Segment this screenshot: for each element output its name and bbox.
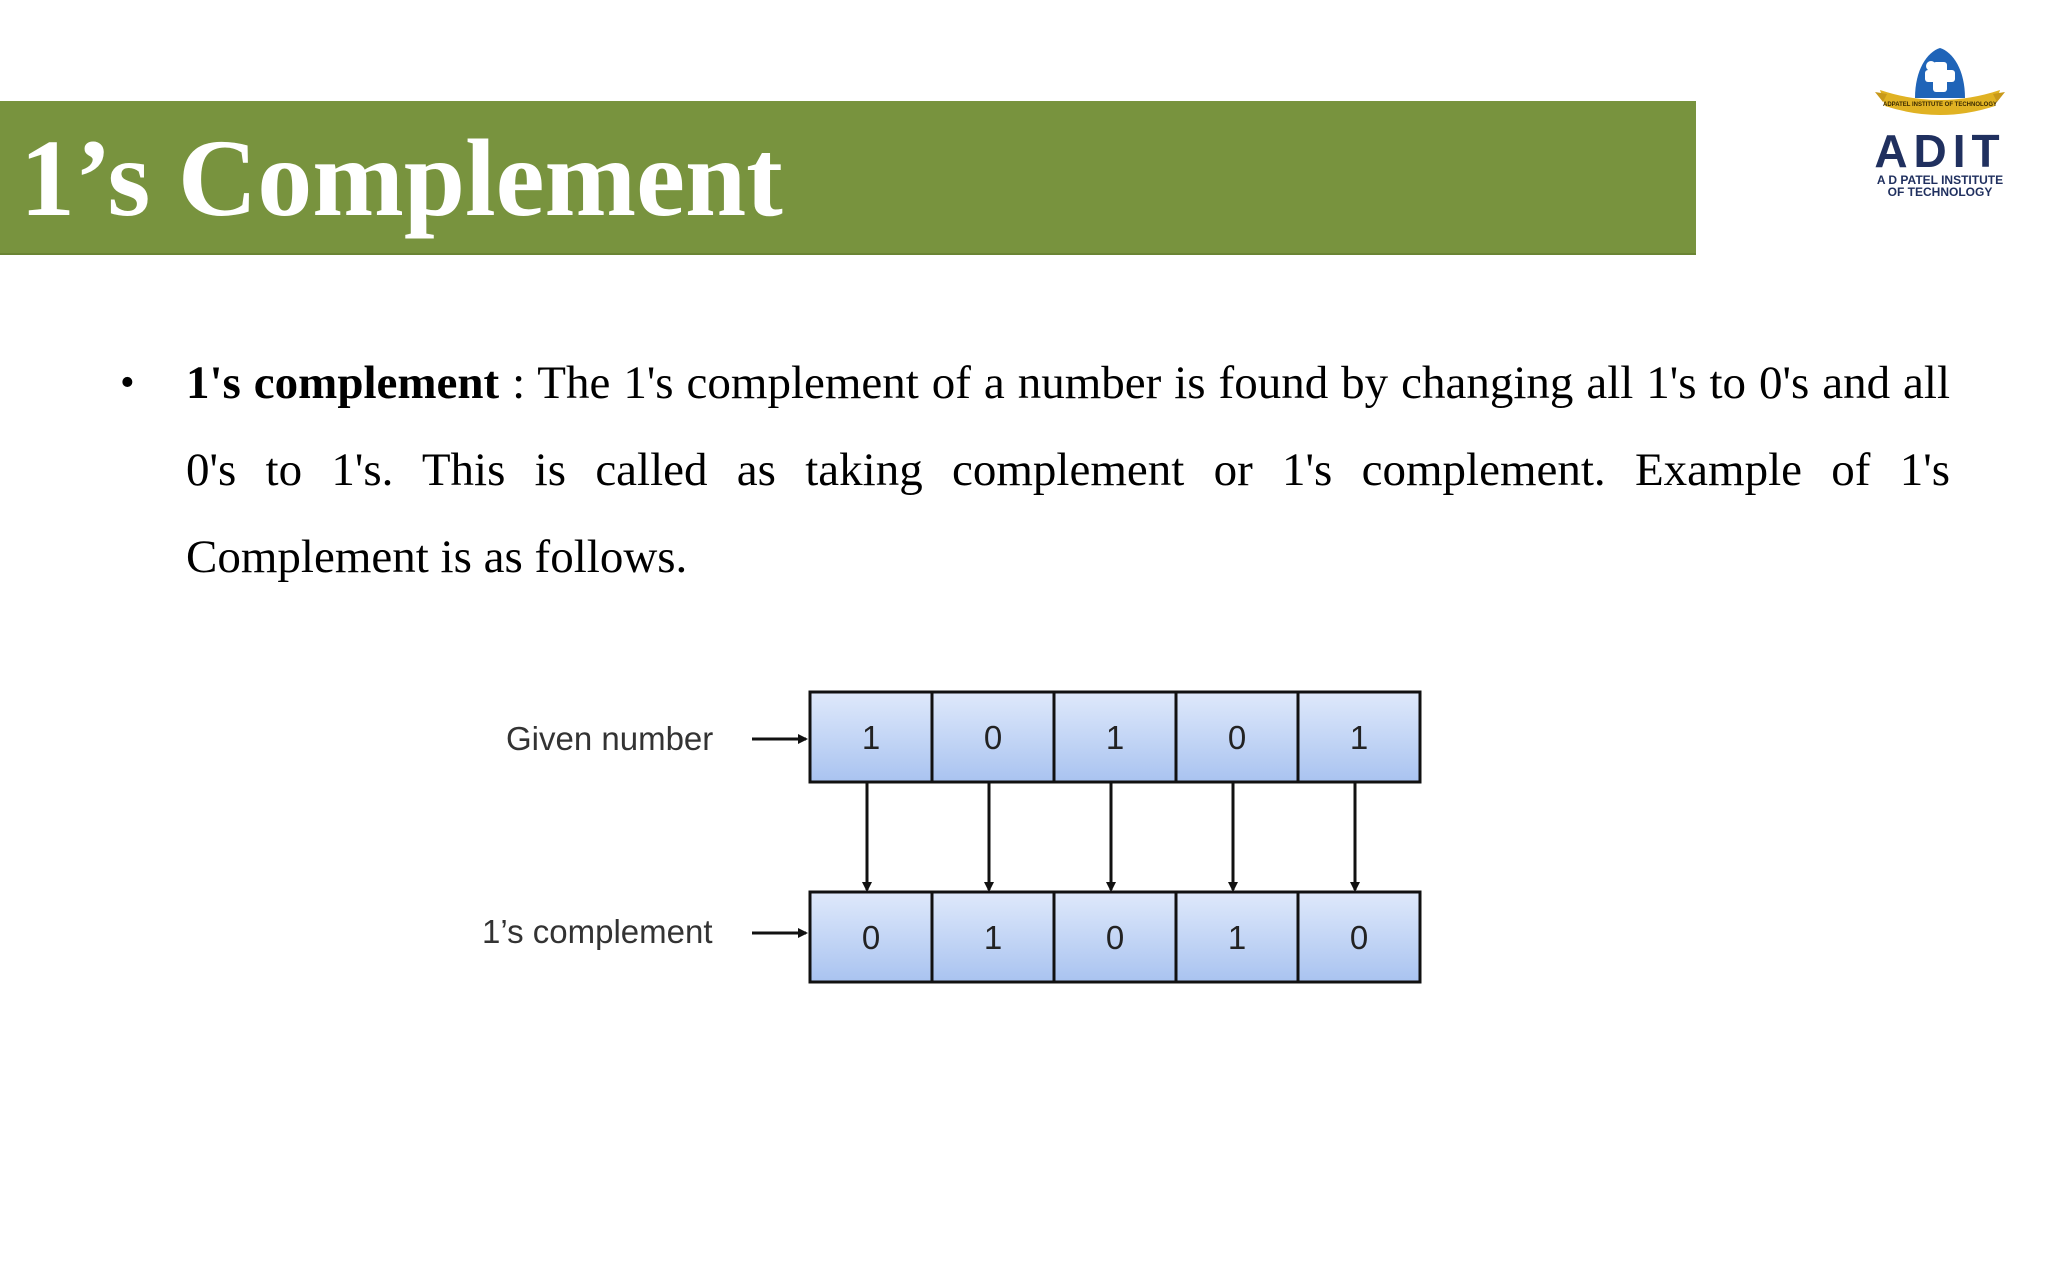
complement-cell [1296,890,1422,984]
given-cell [930,690,1056,784]
complement-bit: 0 [1350,919,1368,956]
complement-bit: 1 [1228,919,1246,956]
given-bit: 0 [984,719,1002,756]
complement-diagram-svg: Given number 1’s complement 1 0 1 0 1 0 1 0 1 0 [482,690,1422,984]
bullet-paragraph: 1's complement : The 1's complement of a… [186,340,1950,601]
given-bit: 1 [862,719,880,756]
given-bit: 1 [1350,719,1368,756]
given-cell [1296,690,1422,784]
complement-diagram: Given number 1’s complement 1 0 1 0 1 0 1 0 1 0 [470,668,1450,1008]
complement-bit: 1 [984,919,1002,956]
complement-label: 1’s complement [482,913,713,950]
complement-bits-row: 0 1 0 1 0 [808,890,1422,984]
bullet-term: 1's complement [186,357,500,409]
flip-arrows [862,782,1360,892]
complement-bit: 0 [862,919,880,956]
given-cell [1052,690,1178,784]
adit-emblem-icon: ADPATEL INSTITUTE OF TECHNOLOGY [1875,48,2005,115]
complement-bit: 0 [1106,919,1124,956]
given-number-label: Given number [506,720,713,757]
given-bits-row: 1 0 1 0 1 [808,690,1422,784]
given-cell [808,690,934,784]
complement-cell [1052,890,1178,984]
bullet-dot: • [120,360,135,406]
title-band: 1’s Complement [0,101,1696,255]
logo-word: ADIT [1874,125,2006,177]
logo-subtitle-line2: OF TECHNOLOGY [1887,185,1993,199]
given-bit: 1 [1106,719,1124,756]
logo-subtitle-line1: A D PATEL INSTITUTE [1876,173,2004,187]
complement-cell [808,890,934,984]
given-bit: 0 [1228,719,1246,756]
adit-logo: ADPATEL INSTITUTE OF TECHNOLOGY ADIT A D… [1850,40,2030,210]
slide-title: 1’s Complement [20,117,783,239]
bullet-body: : The 1's complement of a number is foun… [186,357,1950,583]
emblem-text: ADPATEL INSTITUTE OF TECHNOLOGY [1883,102,1997,108]
given-cell [1174,690,1300,784]
complement-cell [1174,890,1300,984]
